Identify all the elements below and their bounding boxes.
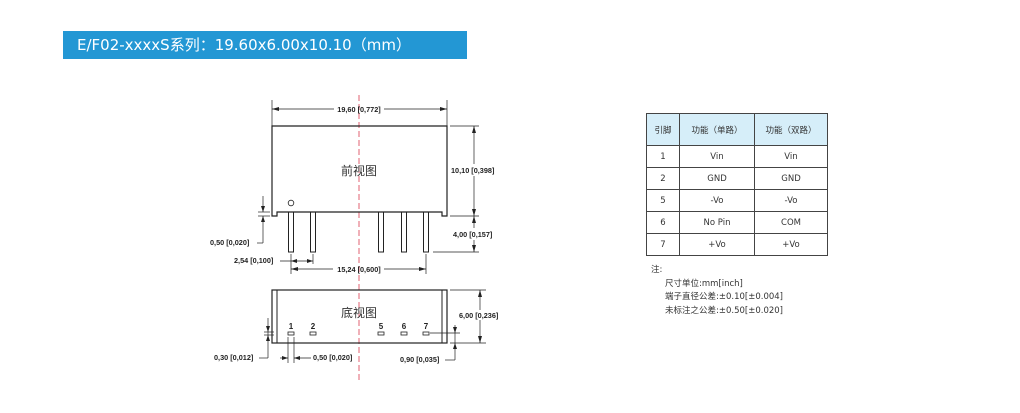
header-dual: 功能（双路） (754, 113, 828, 146)
dual-cell: +Vo (754, 233, 828, 256)
front-view: 前视图 (271, 125, 448, 253)
notes: 注: 尺寸单位:mm[inch] 端子直径公差:±0.10[±0.004] 未标… (651, 264, 783, 318)
front-view-label: 前视图 (341, 163, 377, 178)
dim-height: 10,10 [0,398] (451, 166, 495, 175)
pin-number-6: 6 (402, 322, 407, 331)
dual-cell: Vin (754, 145, 828, 168)
single-cell: GND (679, 167, 755, 190)
series-title-banner: E/F02-xxxxS系列：19.60x6.00x10.10（mm） (63, 31, 467, 59)
dim-length: 19,60 [0,772] (337, 105, 381, 114)
dual-cell: COM (754, 211, 828, 234)
table-row: 5-Vo-Vo (646, 189, 828, 212)
dim-pin-pitch: 2,54 [0,100] (234, 256, 274, 265)
front-pins (288, 211, 429, 253)
bottom-view-label: 底视图 (341, 305, 377, 320)
single-cell: No Pin (679, 211, 755, 234)
pin-number-7: 7 (424, 322, 429, 331)
pin-number-5: 5 (379, 322, 384, 331)
pin-cell: 2 (646, 167, 680, 190)
header-single: 功能（单路） (679, 113, 755, 146)
bottom-view: 底视图 1 2 5 6 7 (271, 289, 448, 344)
single-cell: -Vo (679, 189, 755, 212)
dim-pin-width: 0,50 [0,020] (313, 353, 353, 362)
dim-standoff: 0,50 [0,020] (210, 238, 250, 247)
pin-number-1: 1 (289, 322, 294, 331)
note-line: 端子直径公差:±0.10[±0.004] (665, 292, 784, 302)
note-line: 尺寸单位:mm[inch] (665, 278, 743, 289)
pin-number-2: 2 (311, 322, 316, 331)
pin-cell: 6 (646, 211, 680, 234)
dim-width: 6,00 [0,236] (459, 311, 499, 320)
single-cell: Vin (679, 145, 755, 168)
dim-pin-span: 15,24 [0,600] (337, 265, 381, 274)
table-header-row: 引脚 功能（单路） 功能（双路） (646, 113, 828, 146)
pin-cell: 1 (646, 145, 680, 168)
dim-pin-length: 4,00 [0,157] (453, 230, 493, 239)
dual-cell: GND (754, 167, 828, 190)
table-row: 7+Vo+Vo (646, 233, 828, 256)
pin-cell: 5 (646, 189, 680, 212)
header-pin: 引脚 (646, 113, 680, 146)
note-line: 未标注之公差:±0.50[±0.020] (665, 305, 784, 316)
pin-cell: 7 (646, 233, 680, 256)
dual-cell: -Vo (754, 189, 828, 212)
bottom-pins (287, 331, 430, 336)
dim-pin-offset: 0,90 [0,035] (400, 355, 440, 364)
dim-pin-thickness: 0,30 [0,012] (214, 353, 254, 362)
single-cell: +Vo (679, 233, 755, 256)
notes-title: 注: (651, 265, 663, 275)
